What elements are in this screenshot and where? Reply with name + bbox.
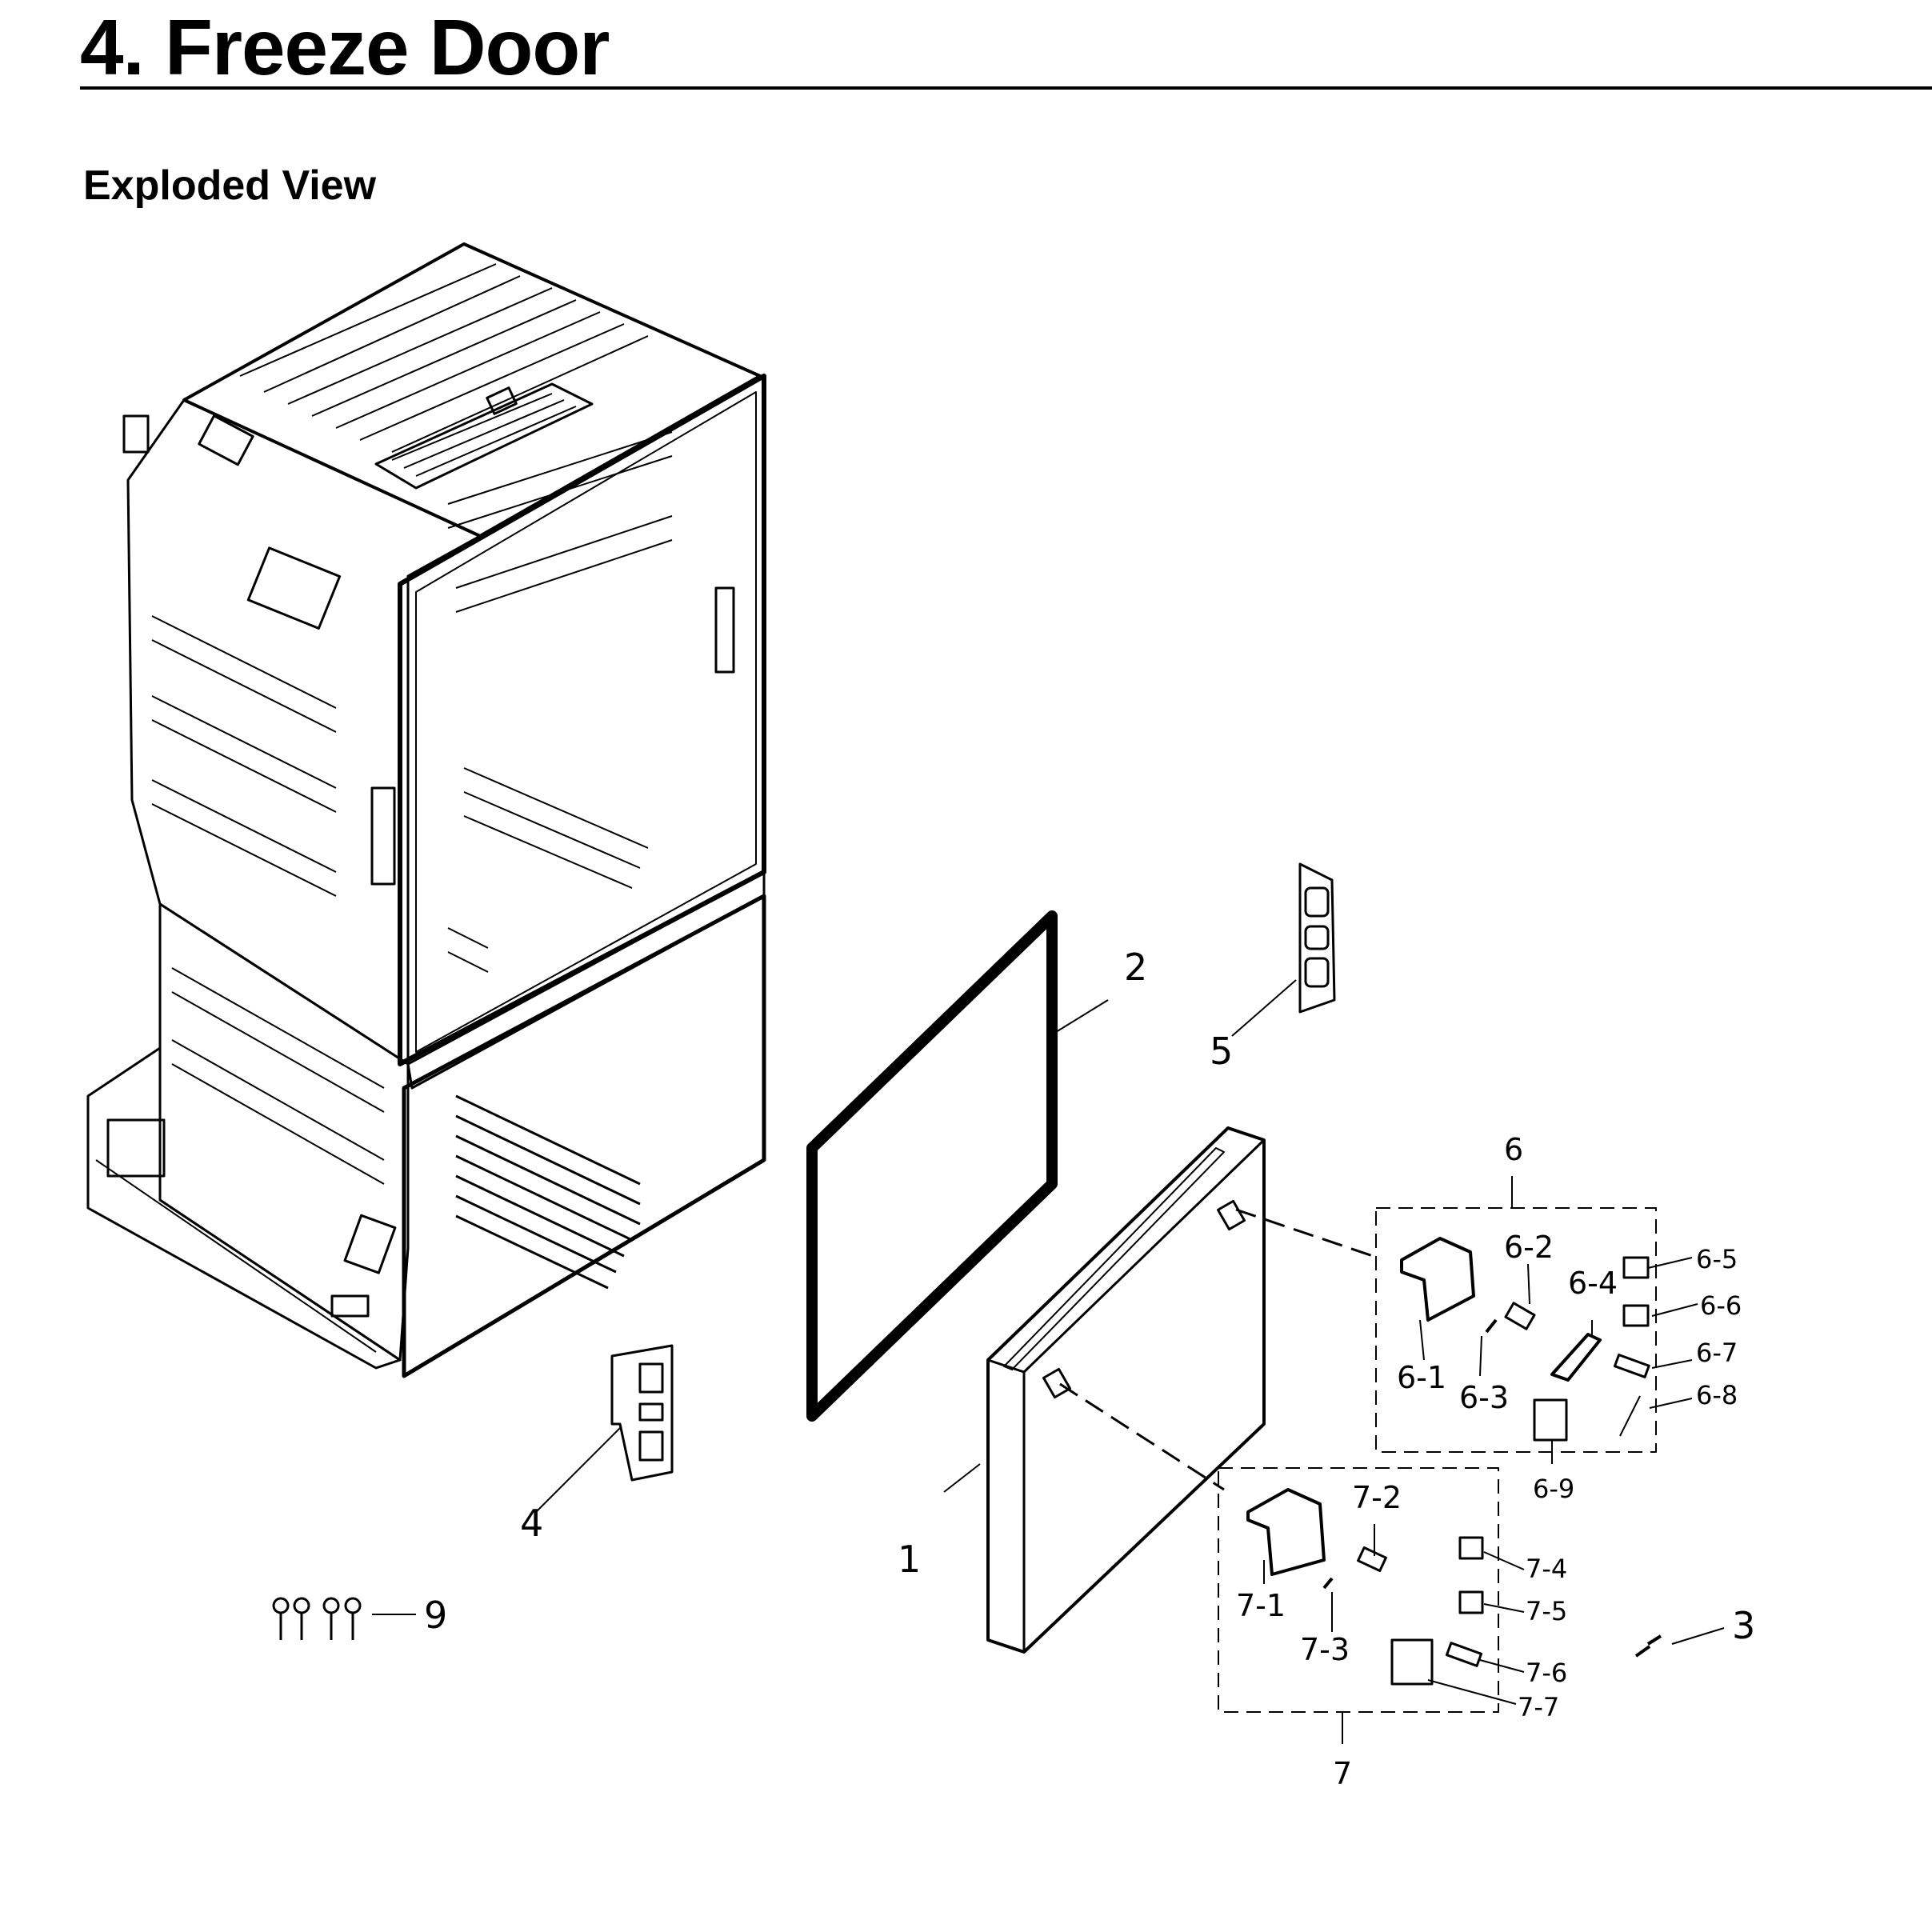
freezer-door <box>986 1126 1266 1654</box>
callout-9: 9 <box>424 1594 447 1637</box>
callout-1: 1 <box>898 1538 921 1581</box>
callout-6-3: 6-3 <box>1459 1380 1509 1415</box>
callout-7-1: 7-1 <box>1236 1588 1286 1623</box>
page-title: 4. Freeze Door <box>80 3 610 91</box>
callout-7-5: 7-5 <box>1526 1596 1567 1626</box>
callout-7: 7 <box>1333 1756 1352 1791</box>
title-rule <box>80 86 1932 90</box>
callout-2: 2 <box>1124 946 1147 989</box>
refrigerator-cabinet <box>86 242 766 1378</box>
callout-7-6: 7-6 <box>1526 1658 1567 1688</box>
assembly-7-box <box>1218 1467 1499 1713</box>
callout-7-2: 7-2 <box>1352 1480 1402 1515</box>
callout-5: 5 <box>1210 1030 1233 1073</box>
callout-6: 6 <box>1504 1132 1523 1167</box>
callout-6-1: 6-1 <box>1397 1360 1446 1395</box>
callout-6-2: 6-2 <box>1504 1230 1554 1265</box>
callout-6-9: 6-9 <box>1533 1474 1574 1504</box>
lower-hinge-bracket <box>610 1344 674 1482</box>
hinge-assembly-6 <box>1400 1237 1650 1442</box>
callout-7-7: 7-7 <box>1518 1692 1559 1722</box>
upper-bracket <box>1298 862 1336 1014</box>
callout-6-5: 6-5 <box>1696 1244 1738 1274</box>
section-subtitle: Exploded View <box>83 162 377 209</box>
callout-6-6: 6-6 <box>1700 1290 1742 1321</box>
small-screws <box>1634 1634 1662 1658</box>
hinge-assembly-7 <box>1246 1488 1484 1686</box>
screws <box>272 1597 362 1640</box>
callout-3: 3 <box>1732 1604 1755 1647</box>
callout-4: 4 <box>520 1502 543 1545</box>
door-gasket <box>806 910 1058 1422</box>
callout-6-8: 6-8 <box>1696 1380 1738 1410</box>
callout-6-7: 6-7 <box>1696 1338 1738 1368</box>
callout-6-4: 6-4 <box>1568 1266 1618 1301</box>
leader-lines <box>372 979 1725 1744</box>
callout-7-3: 7-3 <box>1300 1632 1350 1667</box>
assembly-6-box <box>1375 1207 1657 1453</box>
callout-7-4: 7-4 <box>1526 1554 1567 1584</box>
